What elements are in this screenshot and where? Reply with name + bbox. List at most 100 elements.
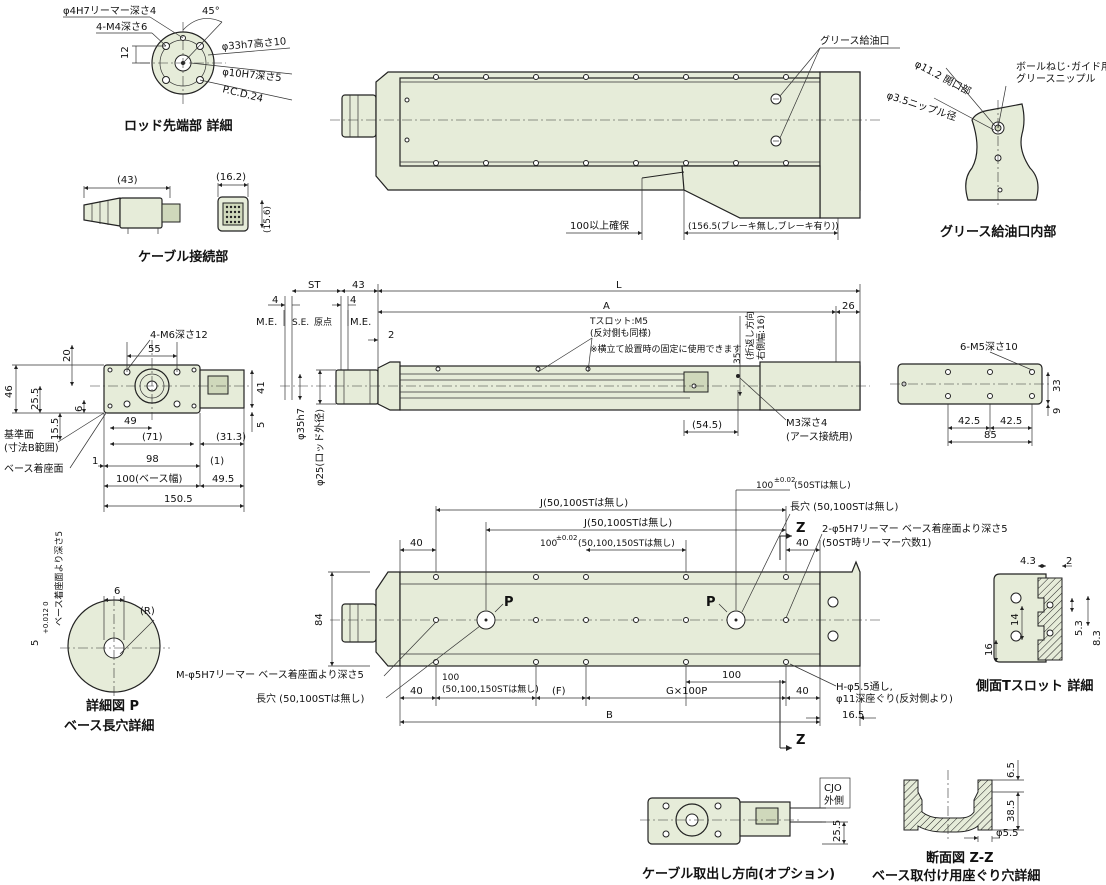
cable-d43-label: (43) — [117, 175, 138, 186]
rod-m4-label: 4-M4深さ6 — [96, 21, 147, 33]
fold-label: (折返し方向 — [744, 311, 756, 360]
phi112-label: φ11.2 開口部 — [913, 57, 974, 98]
section-zz-title: 断面図 Z-Z — [926, 850, 994, 866]
j2-label: J(50,100STは無し) — [583, 516, 672, 529]
detail-p-d6-label: 6 — [114, 586, 120, 597]
tslot-d83-label: 8.3 — [1092, 630, 1103, 646]
tslot-d16-label: 16 — [984, 643, 995, 656]
long-hole2-label: 長穴 (50,100STは無し) — [256, 692, 365, 705]
m-reamer-label: M-φ5H7リーマー ベース着座面より深さ5 — [176, 668, 364, 681]
end-d5-label: 5 — [256, 422, 267, 428]
actuator-bottom-view: P P 84 J(50,100STは無し) J(50,100STは無し) 40 … — [176, 476, 1008, 751]
bottom-d40a-label: 40 — [410, 538, 423, 549]
side-d425a-label: 42.5 — [958, 416, 980, 427]
rod-phi10-label: φ10H7深さ5 — [222, 66, 283, 84]
ground-label: (アース接続用) — [786, 430, 853, 443]
m3-label: M3深さ4 — [786, 417, 827, 429]
detail-p-depth-label: 5 — [30, 640, 41, 646]
reamer2-label: 2-φ5H7リーマー ベース着座面より深さ5 — [822, 522, 1008, 535]
tslot-detail-title: 側面Tスロット 詳細 — [975, 678, 1093, 694]
end-d55-label: 55 — [148, 344, 161, 355]
detail-p-title: 詳細図 P — [86, 698, 139, 714]
z-top-label: Z — [796, 521, 805, 536]
side-d425b-label: 42.5 — [1000, 416, 1022, 427]
G-label: G×100P — [666, 686, 707, 697]
connector-pin-grid — [225, 205, 241, 224]
d100c-note: (50,100,150STは無し) — [442, 683, 539, 695]
cjo-label: CJO — [824, 783, 842, 794]
bottom-view-holes — [433, 574, 789, 665]
tslot-d53-label: 5.3 — [1074, 620, 1085, 636]
bottom-d84-label: 84 — [314, 613, 325, 626]
side-m5-label: 6-M5深さ10 — [960, 341, 1018, 353]
rod-dim12-label: 12 — [120, 46, 131, 59]
section-zz-subtitle: ベース取付け用座ぐり穴詳細 — [872, 868, 1040, 884]
p1-label: P — [504, 595, 514, 610]
cable-connection-title: ケーブル接続部 — [138, 249, 228, 265]
cable-d156-label: (15.6) — [263, 206, 273, 233]
phi25-label: φ25(ロッド外径) — [313, 409, 326, 486]
phi35h7-label: φ35h7 — [296, 408, 307, 440]
bottom-d40d-label: 40 — [796, 686, 809, 697]
zz-phi55-label: φ5.5 — [996, 828, 1019, 839]
front-me2-label: M.E. — [350, 317, 371, 328]
section-zz: 6.5 38.5 φ5.5 断面図 Z-Z ベース取付け用座ぐり穴詳細 — [872, 760, 1040, 884]
cable-connection-detail: (43) (16.2) (15.6) ケーブル接続部 — [83, 172, 273, 265]
phi35-label: φ3.5ニップル径 — [885, 88, 958, 123]
outside-label: 外側 — [824, 794, 844, 807]
long-hole-label: 長穴 (50,100STは無し) — [790, 500, 899, 513]
side-d33-label: 33 — [1052, 379, 1063, 392]
tol100-note: (50STは無し) — [794, 479, 851, 491]
actuator-end-view: 55 4-M6深さ12 46 25.5 20 6 15.5 49 (71) (3… — [4, 329, 267, 512]
F-label: (F) — [552, 686, 566, 697]
tslot-label: Tスロット:M5 — [589, 317, 648, 327]
side-d85-label: 85 — [984, 430, 997, 441]
front-st-label: ST — [308, 280, 321, 291]
d100c-label: 100 — [442, 673, 459, 683]
end-d6-label: 6 — [74, 406, 85, 412]
cable-option-d255-label: 25.5 — [832, 820, 843, 842]
tslot-note-label: ※横立て設置時の固定に使用できます — [590, 343, 742, 355]
rod-reamer-label: φ4H7リーマー深さ4 — [63, 5, 156, 17]
detail-p-depth-note: ベース着座面より深さ5 — [53, 531, 65, 626]
front-origin-label: 原点 — [314, 317, 332, 328]
tslot-d14-label: 14 — [1010, 613, 1021, 626]
front-A-label: A — [603, 301, 610, 312]
actuator-side-right-view: 6-M5深さ10 33 9 42.5 42.5 85 — [890, 341, 1063, 446]
bottom-d40b-label: 40 — [796, 538, 809, 549]
front-me1-label: M.E. — [256, 317, 277, 328]
d100d-label: 100 — [722, 670, 741, 681]
cable-d162-label: (16.2) — [216, 172, 246, 183]
reamer2-note-label: (50ST時リーマー穴数1) — [822, 536, 931, 549]
side-d9-label: 9 — [1052, 408, 1063, 414]
cable-option-title: ケーブル取出し方向(オプション) — [642, 866, 835, 882]
p2-label: P — [706, 595, 716, 610]
front-L-label: L — [616, 280, 622, 291]
h-hole2-label: φ11深座ぐり(反対側より) — [836, 692, 953, 705]
detail-p-subtitle: ベース長穴詳細 — [64, 718, 154, 734]
zz-d65-label: 6.5 — [1006, 762, 1017, 778]
detail-p: 6 (R) 5 +0.012 0 ベース着座面より深さ5 詳細図 P ベース長穴… — [30, 531, 170, 734]
nipple-label: グリースニップル — [1016, 72, 1096, 85]
fold2-label: 右側幅:16) — [755, 315, 767, 360]
base-face-label: ベース着座面 — [4, 462, 64, 475]
end-d71-label: (71) — [142, 432, 163, 443]
front-d4a-label: 4 — [272, 295, 278, 306]
rod-phi33-label: φ33h7高さ10 — [221, 34, 287, 53]
end-d255-label: 25.5 — [30, 388, 41, 410]
tslot-detail: 4.3 2 14 16 5.3 8.3 側面Tスロット 詳細 — [975, 556, 1103, 694]
actuator-top-view: グリース給油口 100以上確保 (156.5(ブレーキ無し,ブレーキ有り)) — [330, 34, 900, 240]
front-d35-label: 35 — [733, 353, 743, 364]
d1565-label: (156.5(ブレーキ無し,ブレーキ有り)) — [688, 220, 839, 232]
tslot-rev-label: (反対側も同様) — [590, 327, 651, 339]
ball-screw-label: ボールねじ･ガイド用 — [1016, 61, 1106, 73]
front-d4b-label: 4 — [350, 295, 356, 306]
end-d1-label: 1 — [92, 456, 98, 467]
bottom-d40c-label: 40 — [410, 686, 423, 697]
d165-label: 16.5 — [842, 710, 864, 721]
tslot-d43-label: 4.3 — [1020, 556, 1036, 567]
end-d495-label: 49.5 — [212, 474, 234, 485]
end-d98-label: 98 — [146, 454, 159, 465]
end-d313-label: (31.3) — [216, 432, 246, 443]
h-hole-label: H-φ5.5通し, — [836, 681, 893, 693]
